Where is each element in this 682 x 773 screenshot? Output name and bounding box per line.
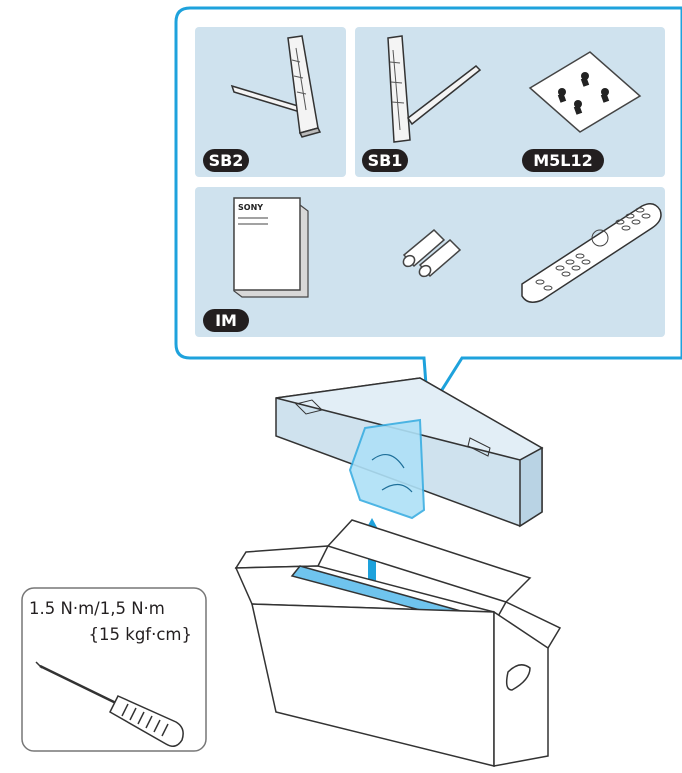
badge-sb1-label: SB1	[368, 151, 403, 170]
cardboard-box-illustration	[234, 519, 562, 767]
plastic-bag-illustration	[348, 418, 426, 520]
badge-im-label: IM	[215, 311, 237, 330]
badge-sb2-label: SB2	[209, 151, 244, 170]
stand-sb1-illustration	[387, 35, 482, 143]
badge-m5l12-label: M5L12	[533, 151, 593, 170]
torque-info-box: 1.5 N·m/1,5 N·m {15 kgf·cm}	[21, 587, 207, 752]
badge-sb2: SB2	[203, 149, 249, 172]
badge-sb1: SB1	[362, 149, 408, 172]
callout: SB2 SB1 M5L12 SONY	[174, 6, 682, 417]
stand-sb2-illustration	[230, 35, 322, 138]
badge-im: IM	[203, 309, 249, 332]
manual-illustration: SONY	[233, 197, 309, 298]
screwdriver-icon	[35, 661, 184, 747]
torque-value: 1.5 N·m/1,5 N·m	[29, 599, 165, 618]
torque-kgf: {15 kgf·cm}	[89, 625, 192, 644]
batteries-illustration	[402, 228, 462, 278]
manual-brand: SONY	[238, 203, 263, 212]
remote-control-illustration	[521, 203, 662, 303]
badge-m5l12: M5L12	[522, 149, 604, 172]
screws-bag-illustration	[528, 51, 642, 133]
